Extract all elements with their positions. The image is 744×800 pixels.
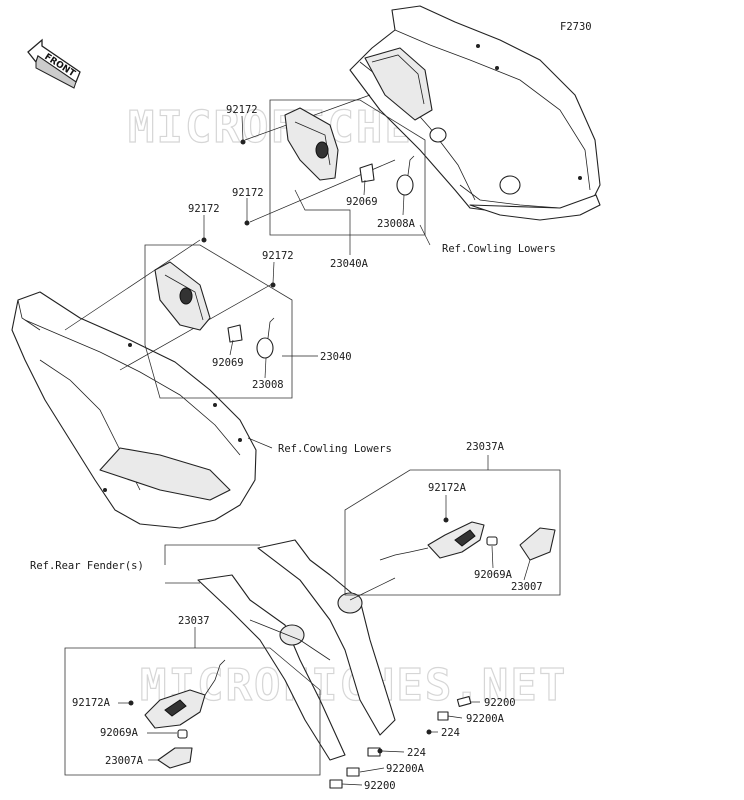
rear-left-signal-box <box>64 627 321 776</box>
label-92172A-top: 92172A <box>428 482 467 494</box>
label-92069A-bottom: 92069A <box>100 727 139 739</box>
rear-right-signal-box <box>344 455 561 601</box>
label-92172A-bottom: 92172A <box>72 697 111 709</box>
figure-code: F2730 <box>560 21 592 33</box>
label-23040A: 23040A <box>330 258 369 270</box>
front-arrow-icon: FRONT <box>27 38 81 89</box>
label-23007A: 23007A <box>105 755 144 767</box>
label-92200A-a: 92200A <box>466 713 505 725</box>
label-92200-a: 92200 <box>484 697 516 709</box>
label-ref-cowling-lowers-upper: Ref.Cowling Lowers <box>442 243 556 255</box>
label-ref-rear-fender: Ref.Rear Fender(s) <box>30 560 144 572</box>
label-23037: 23037 <box>178 615 210 627</box>
upper-signal-box <box>244 94 426 236</box>
label-92172-b: 92172 <box>232 187 264 199</box>
label-23007: 23007 <box>511 581 543 593</box>
label-92172-d: 92172 <box>262 250 294 262</box>
label-224-b: 224 <box>407 747 426 759</box>
label-92172-a: 92172 <box>226 104 258 116</box>
left-signal-box <box>64 239 293 399</box>
rear-fender-bracket <box>164 539 396 761</box>
label-23008A: 23008A <box>377 218 416 230</box>
label-ref-cowling-lowers-left: Ref.Cowling Lowers <box>278 443 392 455</box>
label-92069-a: 92069 <box>346 196 378 208</box>
label-92069A-top: 92069A <box>474 569 513 581</box>
upper-right-cowl <box>349 5 601 221</box>
label-92200A-b: 92200A <box>386 763 425 775</box>
label-92172-c: 92172 <box>188 203 220 215</box>
left-cowl <box>11 291 257 529</box>
small-hardware <box>128 139 472 789</box>
label-224-a: 224 <box>441 727 460 739</box>
label-92200-b: 92200 <box>364 780 396 792</box>
label-23040: 23040 <box>320 351 352 363</box>
label-23037A: 23037A <box>466 441 505 453</box>
label-92069-b: 92069 <box>212 357 244 369</box>
label-23008: 23008 <box>252 379 284 391</box>
label-leaders <box>118 115 531 786</box>
